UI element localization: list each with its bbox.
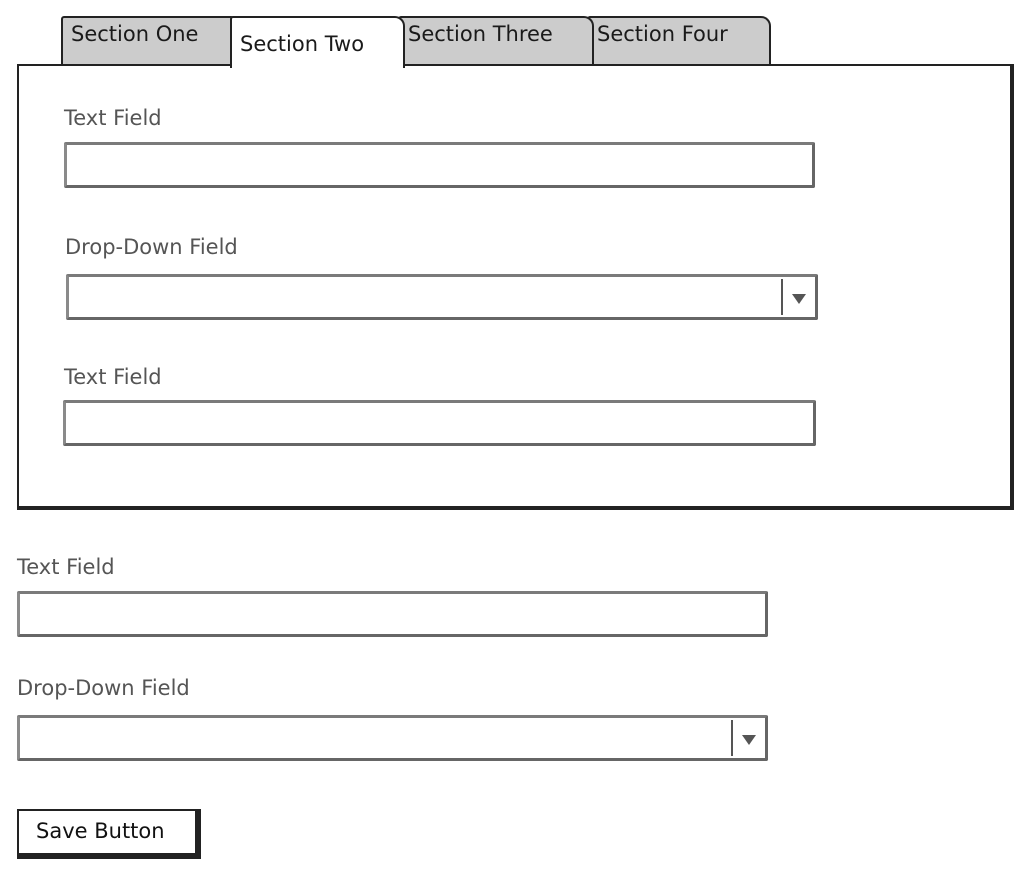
tab-section-three[interactable]: Section Three [398,16,594,64]
dropdown-button[interactable] [781,279,813,315]
chevron-down-icon [792,294,806,304]
text-field[interactable] [64,142,815,188]
tab-label: Section Four [597,22,728,46]
field-label: Text Field [64,106,162,130]
chevron-down-icon [742,735,756,745]
dropdown-field[interactable] [17,715,768,761]
tab-section-one[interactable]: Section One [61,16,241,64]
field-label: Drop-Down Field [65,235,238,259]
dropdown-button[interactable] [731,720,763,756]
tab-section-two[interactable]: Section Two [230,16,405,68]
text-field[interactable] [17,591,768,637]
field-label: Text Field [64,365,162,389]
save-button[interactable]: Save Button [17,809,201,859]
dropdown-field[interactable] [66,274,818,320]
field-label: Drop-Down Field [17,676,190,700]
field-label: Text Field [17,555,115,579]
text-field[interactable] [63,400,816,446]
tab-section-four[interactable]: Section Four [587,16,771,64]
tab-label: Section Two [240,32,365,56]
tab-label: Section One [71,22,199,46]
tab-panel: Text Field Drop-Down Field Text Field [17,64,1014,510]
tab-label: Section Three [408,22,553,46]
